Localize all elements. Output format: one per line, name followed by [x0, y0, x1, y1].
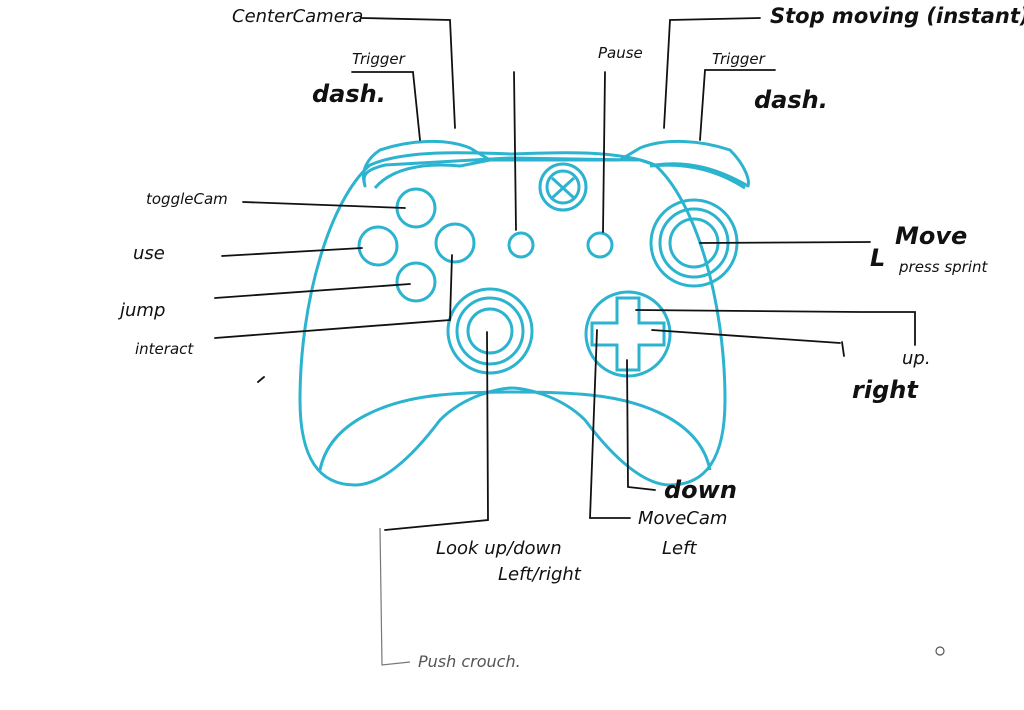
- label-toggle-cam: toggleCam: [146, 190, 228, 208]
- label-down: down: [664, 476, 737, 504]
- label-look-dir: Left/right: [498, 564, 581, 585]
- label-move-cam: MoveCam: [638, 508, 728, 529]
- label-push-crouch: Push crouch.: [418, 652, 521, 671]
- label-move: Move: [895, 222, 968, 250]
- label-look: Look up/down: [436, 538, 562, 559]
- menu-button: [586, 231, 614, 259]
- label-interact: interact: [135, 340, 194, 358]
- label-dash-right: dash.: [754, 86, 828, 114]
- x-button: [357, 225, 399, 267]
- a-button: [395, 261, 437, 303]
- leader-lines: [214, 17, 916, 531]
- stray-dot: [935, 646, 945, 656]
- label-center-camera: CenterCamera: [232, 6, 364, 27]
- label-press-sprint: press sprint: [899, 258, 988, 276]
- label-use: use: [133, 243, 165, 264]
- label-move-bracket: L: [870, 244, 886, 272]
- view-button: [507, 231, 535, 259]
- label-dash-left: dash.: [312, 80, 386, 108]
- label-stop-moving: Stop moving (instant): [770, 4, 1024, 28]
- label-left: Left: [662, 538, 697, 559]
- label-pause: Pause: [598, 44, 643, 62]
- controller-outline: [298, 140, 750, 487]
- label-trigger-left: Trigger: [352, 50, 405, 68]
- label-up: up.: [902, 348, 931, 369]
- xbox-logo-button: [538, 162, 588, 212]
- label-trigger-right: Trigger: [712, 50, 765, 68]
- crouch-leader: [379, 527, 411, 666]
- b-button: [434, 222, 476, 264]
- label-right: right: [852, 376, 918, 404]
- dpad: [584, 290, 672, 378]
- label-jump: jump: [120, 300, 166, 321]
- left-stick: [446, 287, 534, 375]
